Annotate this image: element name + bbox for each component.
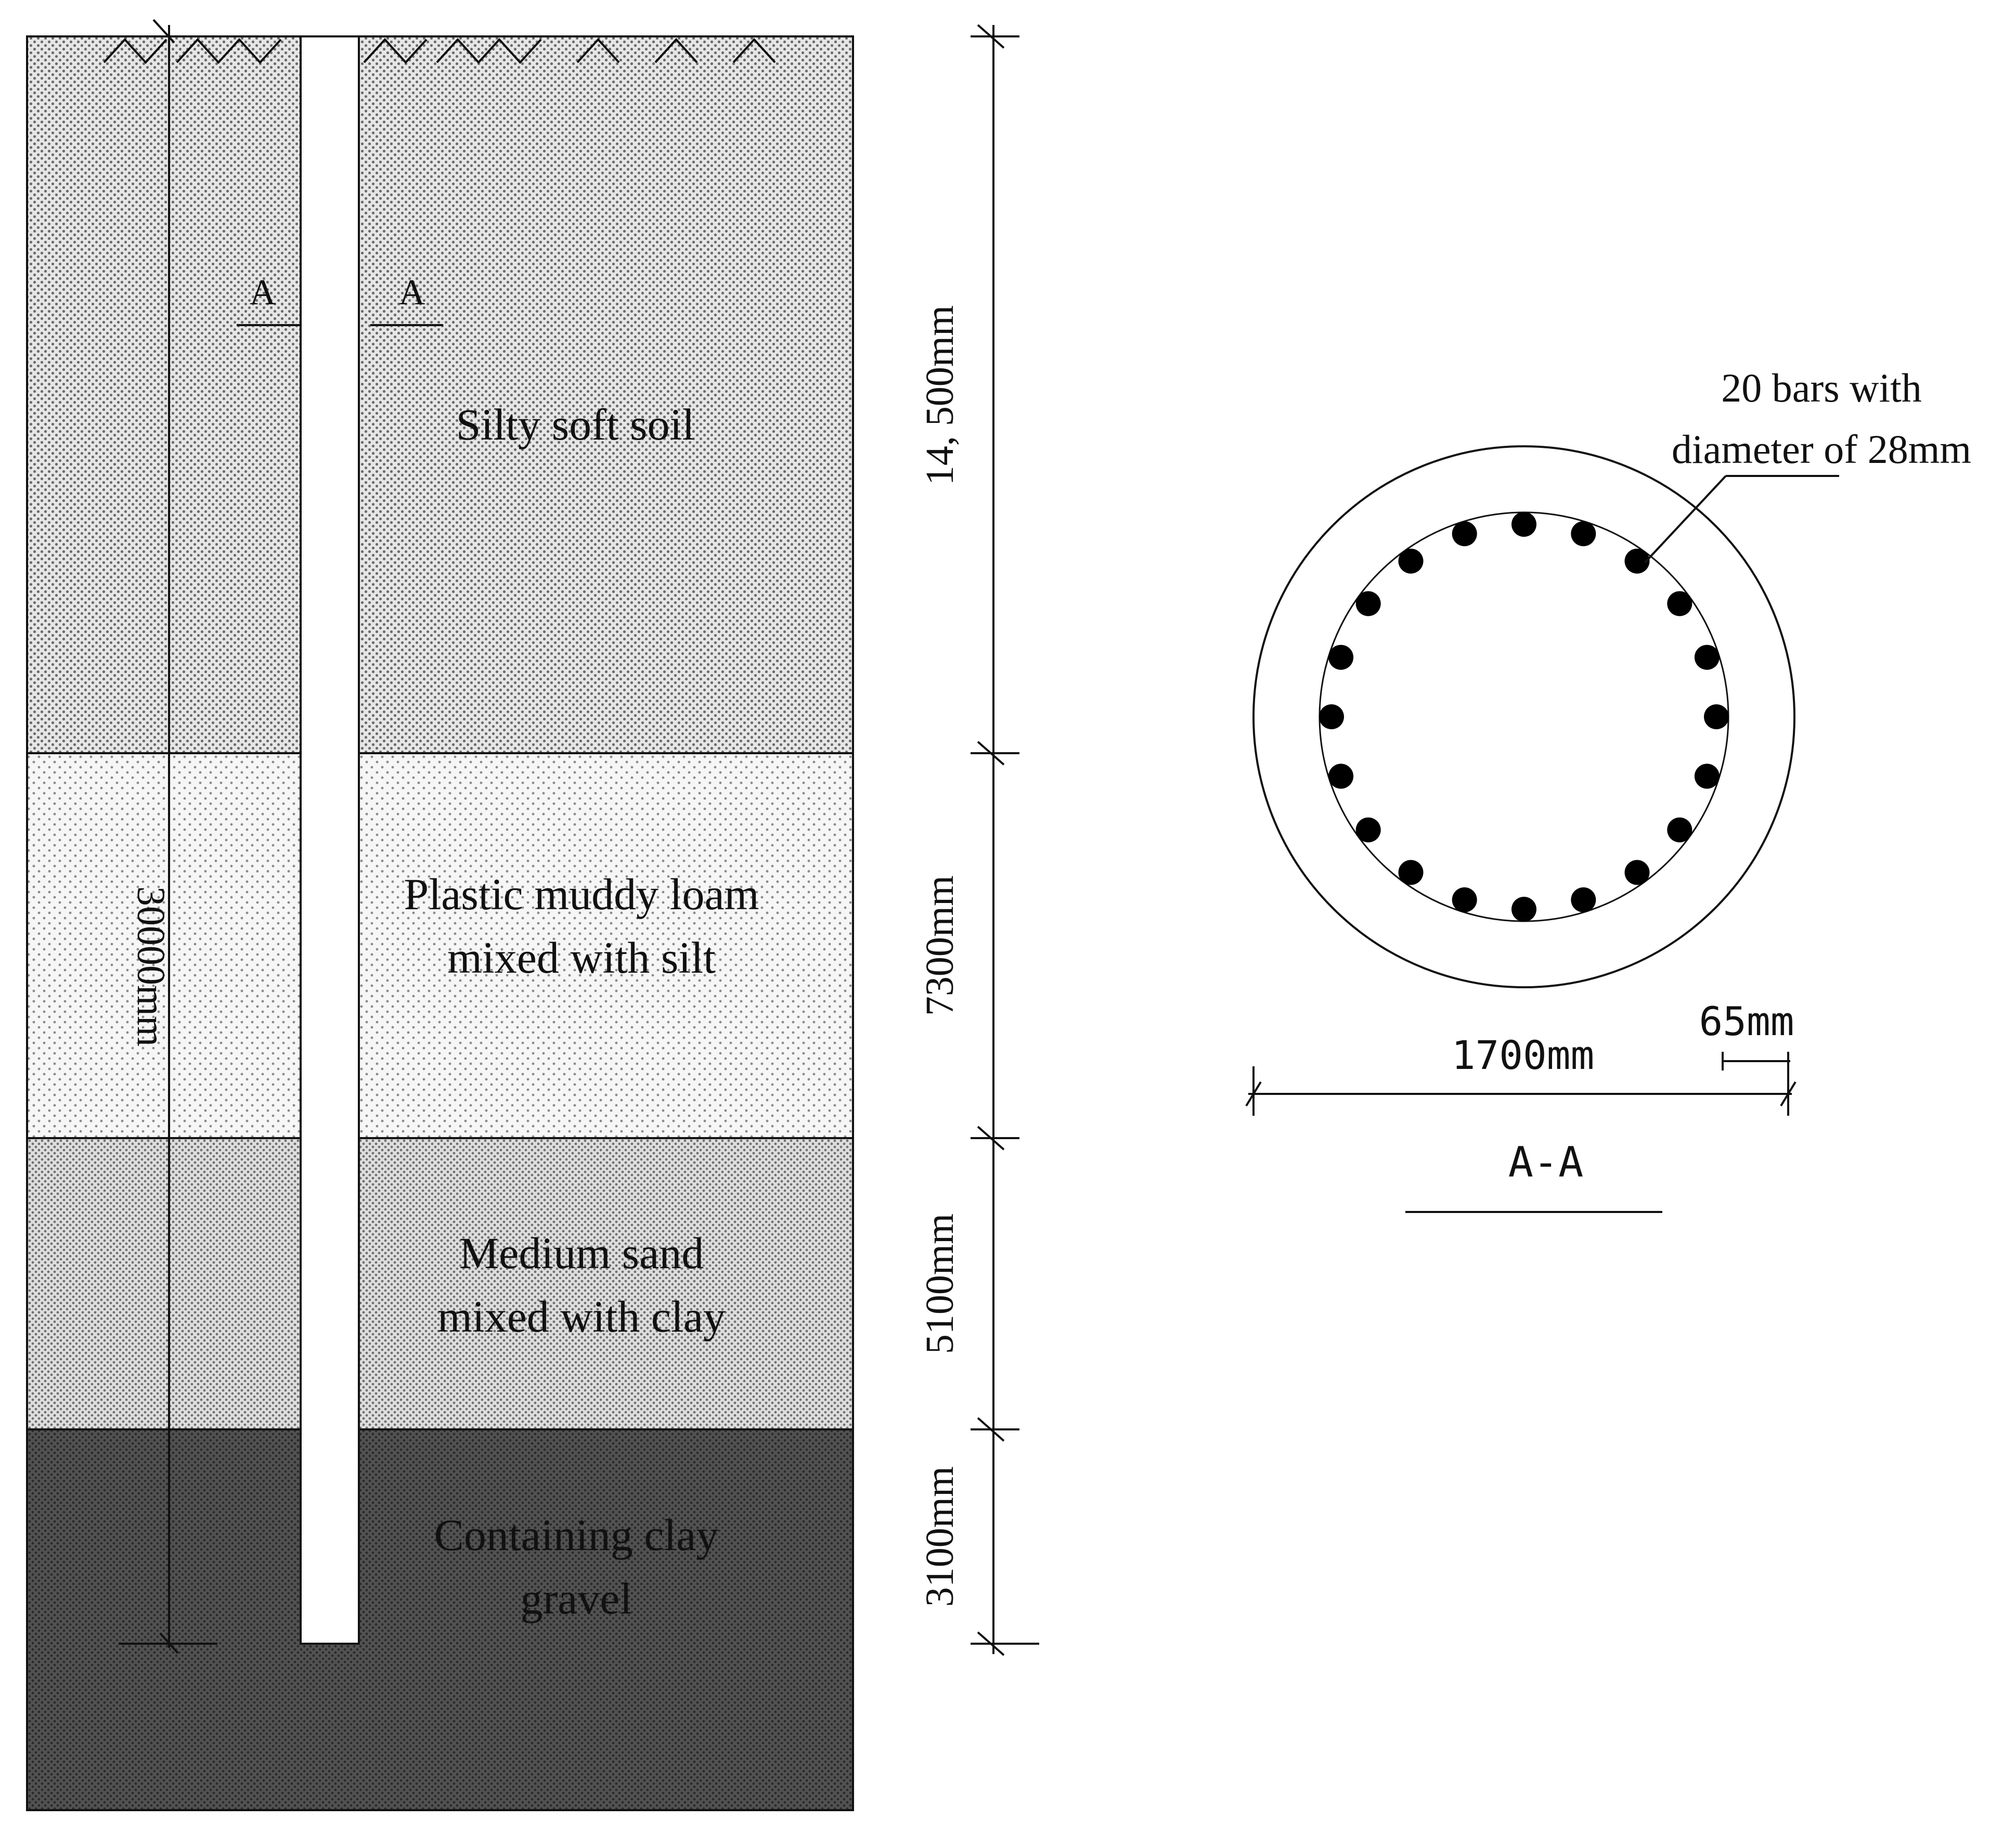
layer-clay-gravel (27, 1429, 853, 1810)
cover-label: 65mm (1699, 998, 1794, 1044)
section-mark-left: A (250, 273, 276, 313)
rebar-bar (1704, 704, 1729, 729)
rebar-bar (1328, 764, 1354, 789)
rebar-bar (1355, 591, 1381, 616)
layer-plastic-muddy-loam (27, 753, 853, 1138)
thickness-layer-4: 3100mm (918, 1466, 962, 1607)
pile-length-label: 30000mm (129, 886, 173, 1047)
thickness-labels: 14, 500mm 7300mm 5100mm 3100mm (918, 305, 962, 1607)
rebar-bar (1452, 521, 1477, 547)
rebar-bar (1355, 817, 1381, 843)
thickness-layer-1: 14, 500mm (918, 305, 962, 485)
rebar-bars (1319, 512, 1729, 922)
layer-silty-soft-soil (27, 36, 853, 753)
rebar-bar (1571, 887, 1596, 912)
rebar-bar (1667, 591, 1692, 616)
rebar-bar (1667, 817, 1692, 843)
pile-outer-circle (1252, 445, 1795, 988)
diameter-label: 1700mm (1452, 1032, 1595, 1078)
soil-layers (26, 35, 854, 1811)
rebar-bar (1319, 704, 1344, 729)
section-title: A-A (1508, 1138, 1584, 1186)
pile (300, 35, 360, 1645)
rebar-bar (1328, 644, 1354, 670)
section-mark-right: A (399, 273, 425, 313)
rebar-bar (1398, 860, 1424, 885)
rebar-bar (1511, 512, 1536, 537)
rebar-bar (1694, 764, 1720, 789)
thickness-dimension (971, 24, 1039, 1656)
rebar-bar (1624, 548, 1650, 574)
layer-1-name: Silty soft soil (456, 399, 695, 449)
thickness-layer-3: 5100mm (918, 1214, 962, 1354)
rebar-bar (1452, 887, 1477, 912)
soil-outline (26, 35, 854, 1811)
rebar-bar (1624, 860, 1650, 885)
section-mark: A A (237, 273, 443, 326)
rebar-bar (1398, 548, 1424, 574)
layer-medium-sand (27, 1138, 853, 1429)
rebar-bar (1511, 897, 1536, 922)
thickness-layer-2: 7300mm (918, 875, 962, 1016)
pile-length-dimension: 30000mm (119, 19, 217, 1654)
rebar-leader (1644, 475, 1727, 564)
rebar-bar (1694, 644, 1720, 670)
rebar-bar (1571, 521, 1596, 547)
ground-surface-hatch (103, 38, 776, 64)
